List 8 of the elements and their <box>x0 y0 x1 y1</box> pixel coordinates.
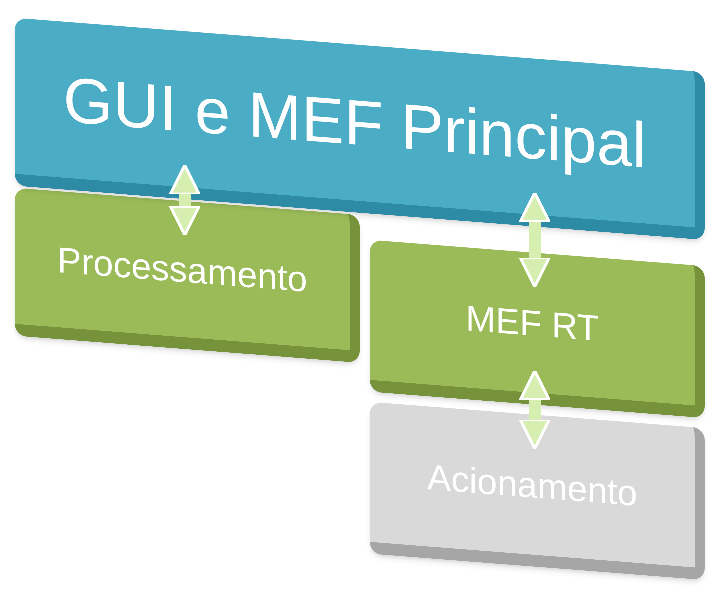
module-block <box>370 402 705 580</box>
block-label: MEF RT <box>466 296 600 351</box>
block-label: GUI e MEF Principal <box>63 62 647 184</box>
double-arrow <box>519 192 551 288</box>
double-arrow <box>169 164 201 237</box>
module-block <box>370 240 705 418</box>
double-arrow <box>519 370 551 450</box>
block-label: Processamento <box>57 238 308 302</box>
